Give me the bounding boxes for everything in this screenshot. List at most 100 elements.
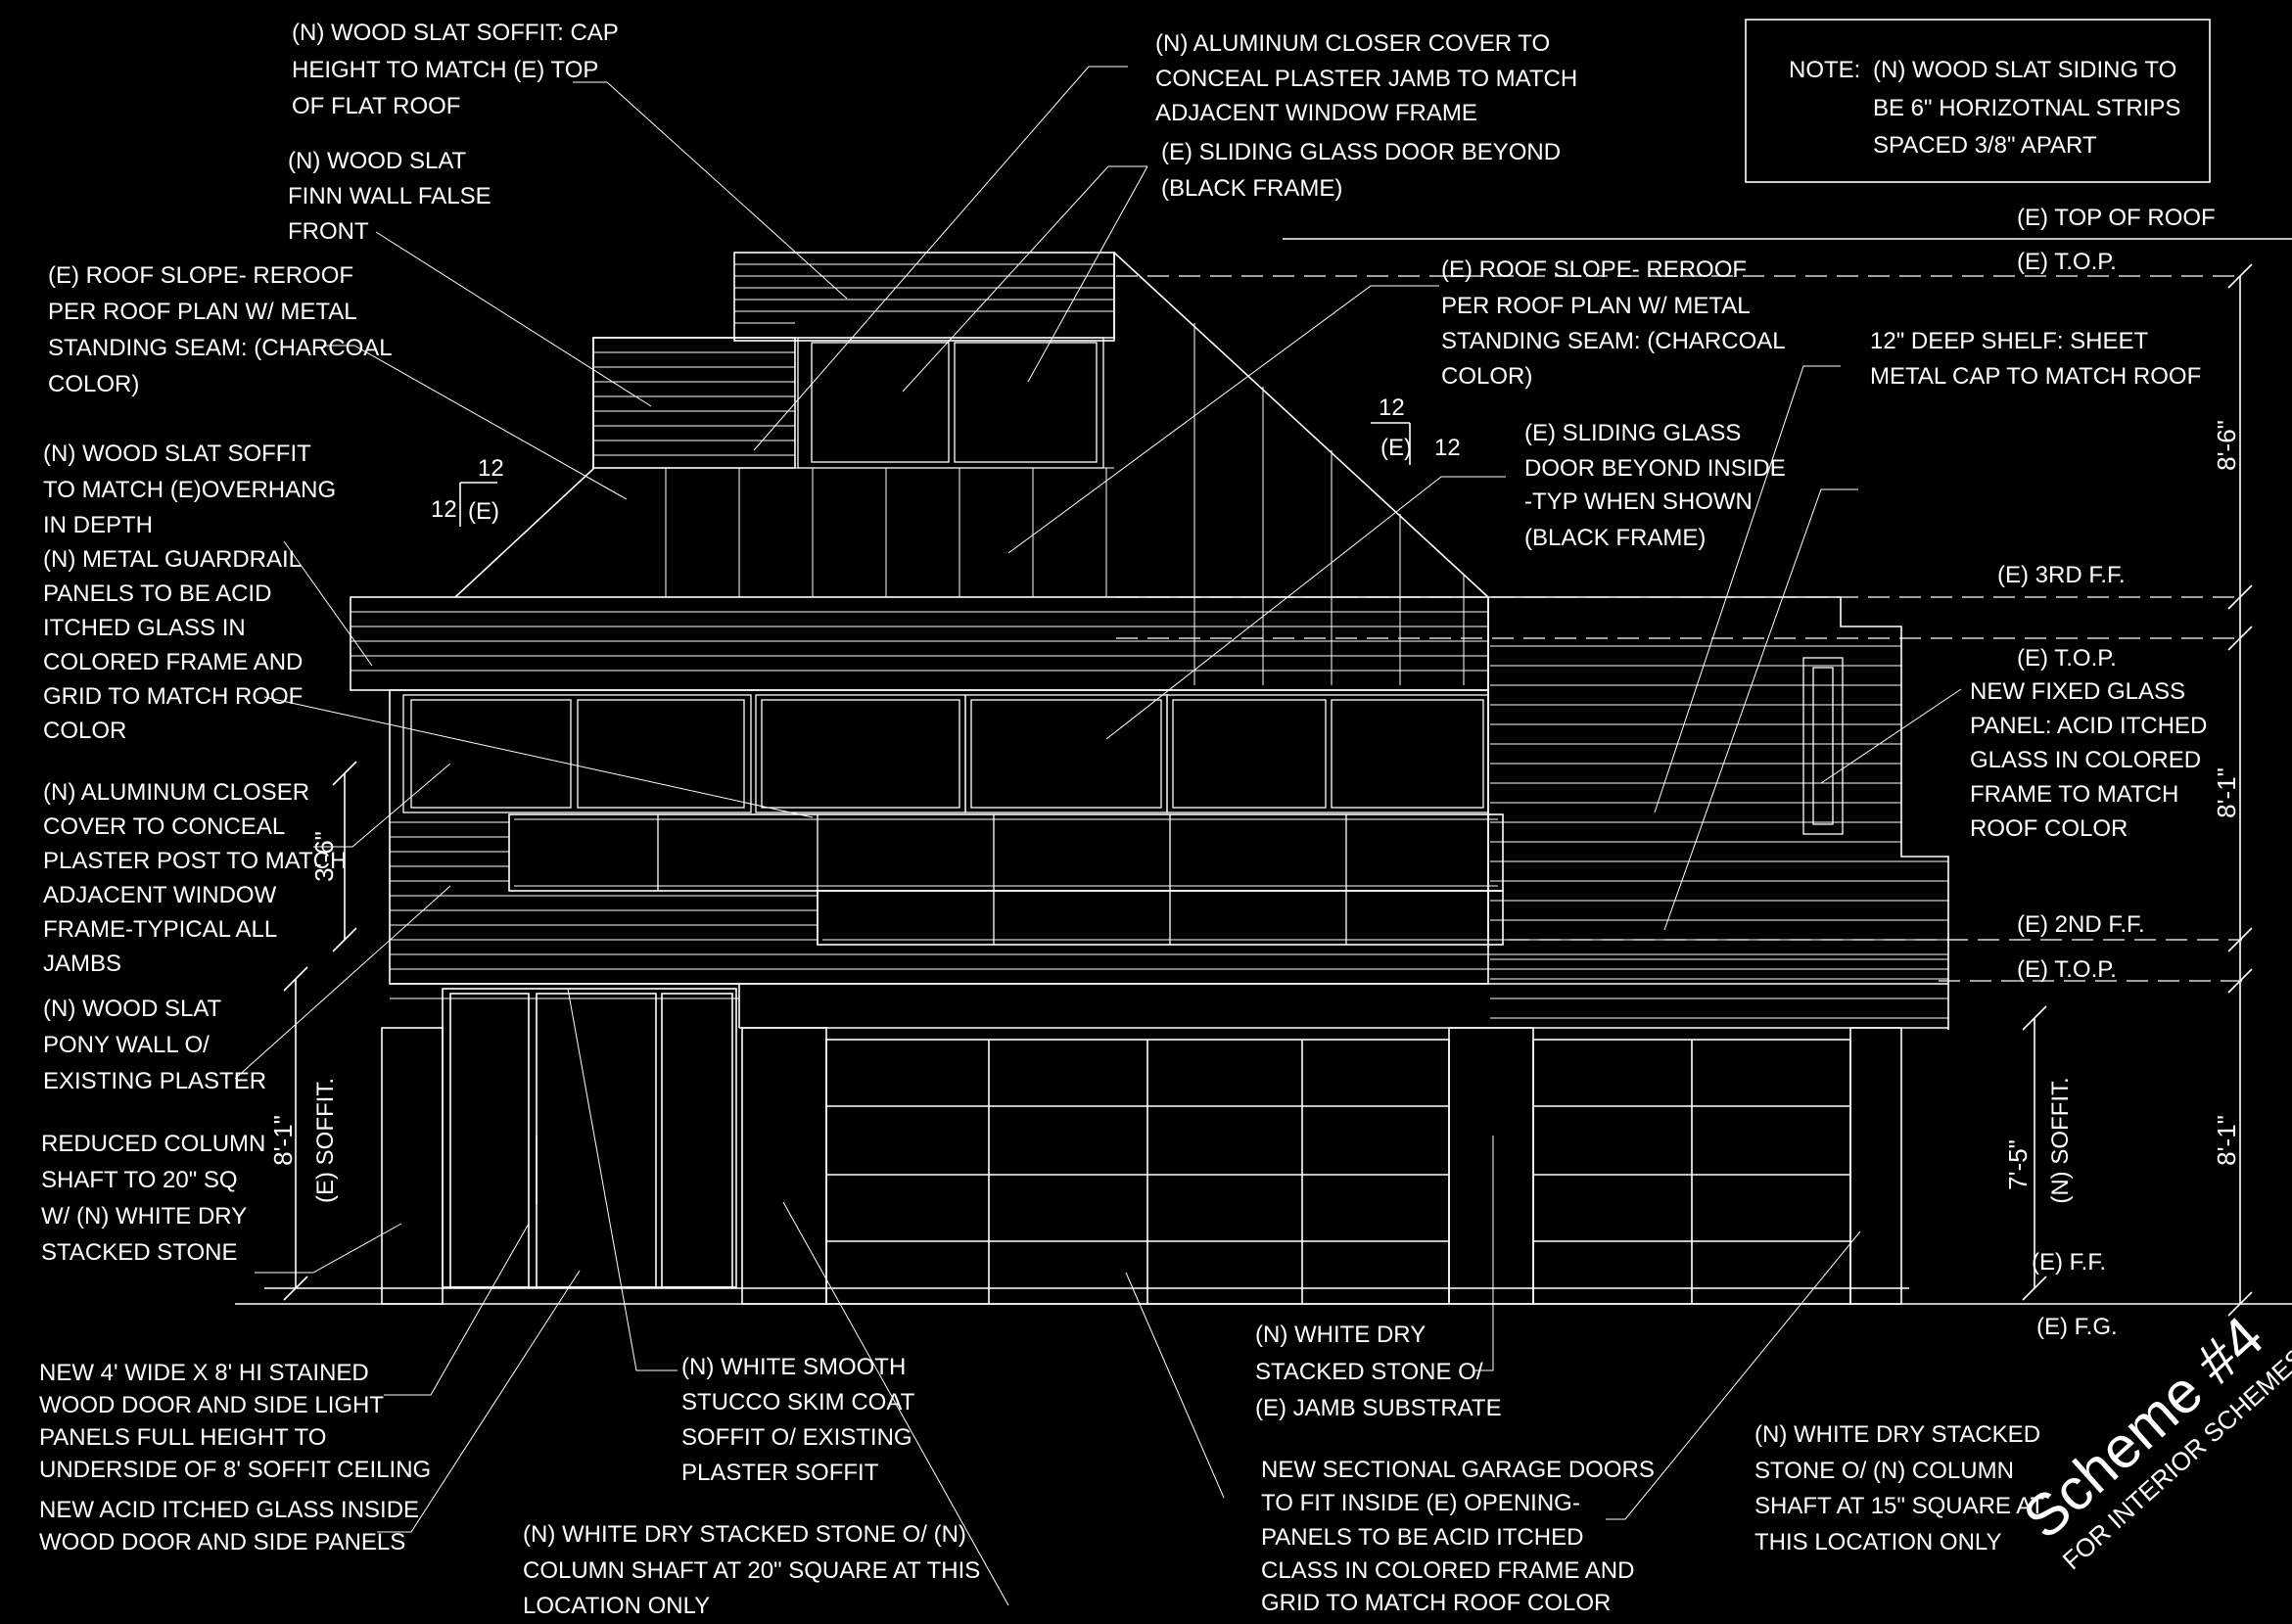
wood-slats-right-wing [1490, 645, 1948, 1019]
callout-line: (E) JAMB SUBSTRATE [1255, 1395, 1502, 1421]
callout-line: PANELS TO BE ACID [43, 580, 271, 607]
callout-line: ADJACENT WINDOW [43, 882, 277, 908]
pitch-left: 12 12 (E) [431, 455, 504, 527]
pitch-right: 12 (E) 12 [1371, 394, 1461, 465]
right-wing-outline [1488, 596, 1949, 1030]
callout-wood-door: NEW 4' WIDE X 8' HI STAINED WOOD DOOR AN… [39, 1360, 431, 1483]
fixed-glass-panel [1802, 657, 1844, 835]
callout-line: COLOR) [48, 371, 139, 397]
callout-line: (E) ROOF SLOPE- REROOF [1441, 256, 1747, 283]
callout-line: FINN WALL FALSE [288, 183, 491, 209]
pitch-left-run: 12 [431, 496, 457, 523]
level-fg: (E) F.G. [2036, 1314, 2118, 1340]
callout-line: (N) WHITE DRY [1255, 1322, 1426, 1348]
fixed-glass-inner [1812, 667, 1834, 825]
callout-line: STACKED STONE [41, 1239, 237, 1266]
top-soffit-box [733, 252, 1115, 342]
top-sliding-door [797, 337, 1104, 469]
callout-line: PANEL: ACID ITCHED [1970, 713, 2207, 739]
callout-pony-wall: (N) WOOD SLAT PONY WALL O/ EXISTING PLAS… [43, 996, 266, 1094]
note-box: NOTE: (N) WOOD SLAT SIDING TO BE 6" HORI… [1745, 19, 2211, 183]
note-line: SPACED 3/8" APART [1873, 132, 2097, 159]
callout-line: TO FIT INSIDE (E) OPENING- [1261, 1490, 1580, 1516]
callout-line: (BLACK FRAME) [1161, 175, 1342, 202]
callout-line: COLOR) [1441, 363, 1532, 390]
entry-door [442, 988, 737, 1288]
note-frame [1745, 19, 2211, 183]
callout-closer-post: (N) ALUMINUM CLOSER COVER TO CONCEAL PLA… [43, 779, 347, 977]
callout-line: GLASS IN COLORED [1970, 747, 2201, 773]
pitch-left-rise: 12 [478, 455, 504, 482]
pitch-right-tag: (E) [1380, 435, 1412, 461]
callout-line: (E) SLIDING GLASS DOOR BEYOND [1161, 139, 1561, 165]
callout-line: FRONT [288, 218, 369, 245]
callout-line: (N) WHITE DRY STACKED [1754, 1421, 2040, 1448]
callout-line: STUCCO SKIM COAT [681, 1389, 915, 1415]
callout-line: SHAFT AT 15" SQUARE AT [1754, 1493, 2045, 1519]
callout-line: ADJACENT WINDOW FRAME [1155, 100, 1477, 126]
stone-columns [381, 1027, 1902, 1305]
callout-stone-column-20: (N) WHITE DRY STACKED STONE O/ (N) COLUM… [523, 1521, 980, 1619]
callout-line: CLASS IN COLORED FRAME AND [1261, 1557, 1634, 1584]
callout-line: FRAME TO MATCH [1970, 781, 2178, 808]
dim-7-5: 7'-5" [2003, 1139, 2033, 1190]
callout-line: NEW FIXED GLASS [1970, 678, 2185, 705]
callout-line: COLORED FRAME AND [43, 649, 303, 675]
callout-line: COLUMN SHAFT AT 20" SQUARE AT THIS [523, 1557, 980, 1584]
callout-garage-doors: NEW SECTIONAL GARAGE DOORS TO FIT INSIDE… [1261, 1457, 1655, 1616]
callout-line: COLOR [43, 718, 126, 744]
wood-slats-second-floor [390, 821, 1948, 970]
dim-n-soffit: (N) SOFFIT. [2047, 1077, 2074, 1203]
callout-line: IN DEPTH [43, 512, 153, 538]
scheme-stamp: Scheme #4 FOR INTERIOR SCHEMES "G" [2011, 1304, 2292, 1575]
callout-line: FRAME-TYPICAL ALL [43, 916, 277, 943]
callout-line: PLASTER SOFFIT [681, 1460, 879, 1486]
callout-closer-jamb: (N) ALUMINUM CLOSER COVER TO CONCEAL PLA… [1155, 30, 1577, 126]
callout-roof-slope-right: (E) ROOF SLOPE- REROOF PER ROOF PLAN W/ … [1441, 256, 1786, 390]
building-elevation [350, 252, 1949, 1305]
callout-line: (E) SLIDING GLASS [1524, 420, 1741, 446]
level-top-of-roof: (E) TOP OF ROOF [2017, 205, 2216, 231]
callout-line: DOOR BEYOND INSIDE [1524, 455, 1786, 482]
callout-roof-slope-left: (E) ROOF SLOPE- REROOF PER ROOF PLAN W/ … [48, 262, 393, 397]
dim-8-1-upper: 8'-1" [2212, 767, 2241, 818]
garage-door-left [825, 1039, 1450, 1305]
callout-line: -TYP WHEN SHOWN [1524, 488, 1753, 515]
note-line: BE 6" HORIZOTNAL STRIPS [1873, 95, 2180, 121]
callout-line: NEW SECTIONAL GARAGE DOORS [1261, 1457, 1655, 1483]
callout-line: EXISTING PLASTER [43, 1068, 266, 1094]
callout-fixed-glass: NEW FIXED GLASS PANEL: ACID ITCHED GLASS… [1970, 678, 2207, 842]
callout-line: SOFFIT O/ EXISTING [681, 1424, 912, 1451]
wood-slats-fascia [351, 611, 1488, 672]
callout-line: COVER TO CONCEAL [43, 813, 285, 840]
dimension-lines [283, 263, 2253, 1317]
callout-line: JAMBS [43, 951, 121, 977]
callout-line: (N) WOOD SLAT [288, 148, 467, 174]
guardrail-panels [508, 813, 1504, 946]
level-top-plate-1: (E) T.O.P. [2017, 956, 2117, 983]
level-top-plate-2: (E) T.O.P. [2017, 645, 2117, 672]
dim-e-soffit: (E) SOFFIT. [312, 1078, 339, 1203]
pitch-right-run: 12 [1434, 435, 1461, 461]
callout-line: (E) ROOF SLOPE- REROOF [48, 262, 353, 289]
callout-line: (N) WOOD SLAT [43, 996, 222, 1022]
second-floor-sliding-doors [402, 694, 1489, 813]
callout-line: PANELS TO BE ACID ITCHED [1261, 1524, 1583, 1551]
callout-sliding-door-top: (E) SLIDING GLASS DOOR BEYOND (BLACK FRA… [1161, 139, 1561, 202]
callout-stucco-soffit: (N) WHITE SMOOTH STUCCO SKIM COAT SOFFIT… [681, 1354, 915, 1486]
callout-line: GRID TO MATCH ROOF [43, 683, 303, 710]
dim-8-1-lower: 8'-1" [2212, 1115, 2241, 1166]
callout-line: ROOF COLOR [1970, 815, 2128, 842]
level-ff: (E) F.F. [2032, 1249, 2106, 1276]
wood-slats-finn [593, 351, 795, 456]
level-third-ff: (E) 3RD F.F. [1997, 562, 2126, 588]
callout-line: (N) WHITE DRY STACKED STONE O/ (N) [523, 1521, 966, 1548]
top-door-panel [811, 342, 950, 463]
callout-line: (N) WOOD SLAT SOFFIT: CAP [292, 20, 619, 46]
callout-soffit-cap: (N) WOOD SLAT SOFFIT: CAP HEIGHT TO MATC… [292, 20, 619, 119]
callout-line: PLASTER POST TO MATCH [43, 848, 347, 874]
level-top-plate-3: (E) T.O.P. [2017, 249, 2117, 275]
pitch-left-tag: (E) [468, 498, 499, 525]
wood-slats-top [734, 263, 1114, 324]
